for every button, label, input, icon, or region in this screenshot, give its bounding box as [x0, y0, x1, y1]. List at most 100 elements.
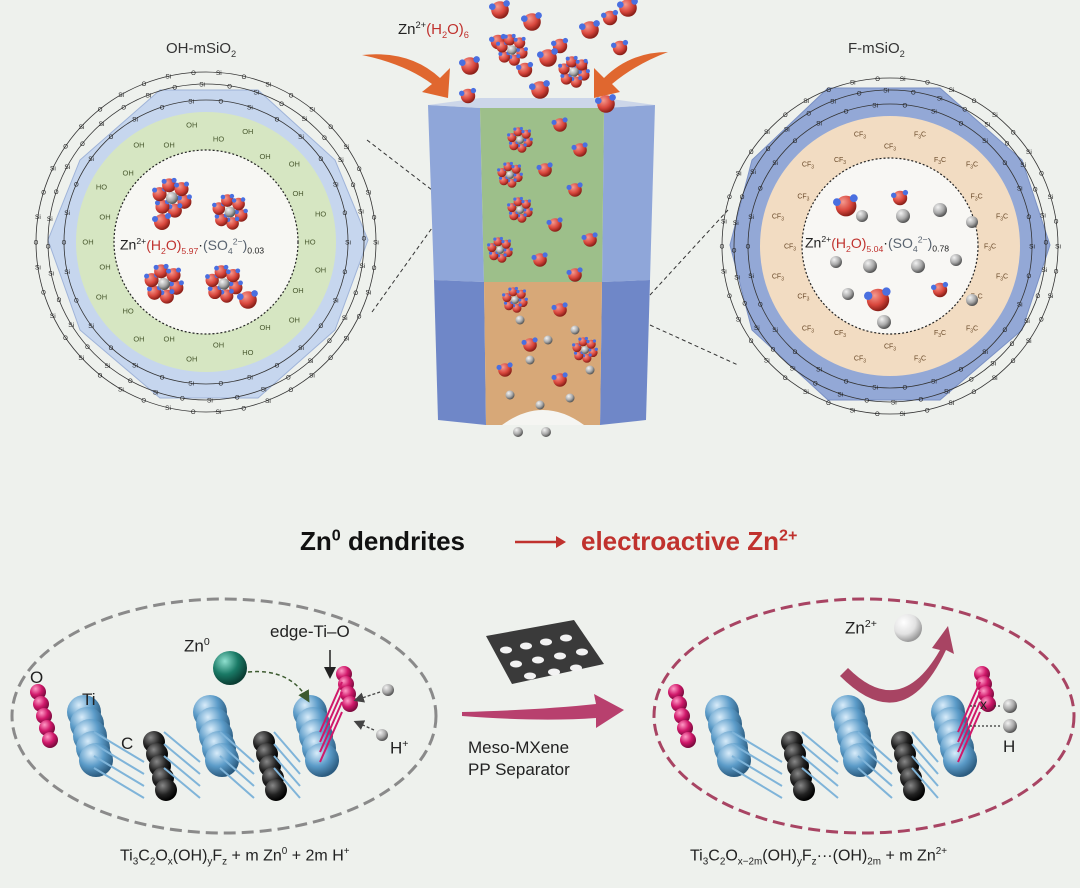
carbon-label: C	[121, 734, 134, 753]
oh-formula-sulfate-a: (SO	[202, 236, 228, 253]
cf3-sub: 3	[843, 333, 846, 339]
si-atom-label: Si	[1026, 338, 1032, 345]
water-hydrogen	[177, 203, 183, 209]
water-oxygen	[619, 0, 637, 17]
si-atom-label: Si	[165, 405, 171, 412]
si-atom-label: Si	[64, 210, 70, 217]
water-hydrogen	[521, 36, 526, 41]
lattice-bond	[731, 755, 783, 787]
proton-label: H+	[390, 738, 408, 759]
o-atom-label: O	[74, 298, 79, 304]
water-hydrogen	[144, 273, 150, 279]
water-hydrogen	[498, 176, 503, 180]
f3c-c: C	[991, 244, 996, 251]
lattice-bond	[911, 755, 939, 787]
zn-hydrate-base: Zn	[398, 21, 416, 38]
si-atom-label: Si	[118, 387, 124, 394]
zn-ion	[966, 216, 978, 228]
cf3-sub: 3	[793, 247, 796, 253]
si-atom-label: Si	[772, 160, 778, 167]
water-hydrogen	[519, 126, 524, 131]
si-atom-label: Si	[358, 208, 364, 215]
eq-right-d: (OH)	[762, 847, 797, 865]
oh-formula-zn: Zn	[120, 236, 137, 253]
si-atom-label: Si	[736, 316, 742, 323]
si-atom-label: Si	[1041, 267, 1047, 274]
o-atom-label: O	[62, 241, 67, 247]
f3c-sub: 3	[938, 333, 941, 339]
si-atom-label: Si	[78, 355, 84, 362]
water-hydrogen	[551, 304, 557, 311]
si-atom-label: Si	[891, 399, 897, 406]
cf3-sub: 3	[863, 359, 866, 365]
zn-ion	[877, 315, 891, 329]
f3c-sub: 3	[988, 247, 991, 253]
zn-ion	[516, 206, 524, 214]
water-hydrogen	[507, 362, 513, 368]
cf3-sub: 3	[781, 216, 784, 222]
water-hydrogen	[517, 164, 522, 168]
si-atom-label: Si	[216, 409, 222, 416]
f3c-c: C	[1003, 274, 1008, 281]
si-atom-label: Si	[265, 398, 271, 405]
water-hydrogen	[493, 237, 497, 241]
water-hydrogen	[503, 253, 507, 257]
si-atom-label: Si	[165, 74, 171, 81]
proton-label-text: H	[390, 738, 403, 758]
si-atom-label: Si	[754, 325, 760, 332]
o-atom-label: O	[109, 135, 114, 141]
membrane-pore	[510, 660, 522, 668]
water-hydrogen	[234, 216, 240, 222]
hydroxyl-label: OH	[163, 335, 174, 344]
o-atom-label: O	[219, 99, 224, 105]
edge-o-atom	[980, 696, 996, 712]
lattice-bond	[163, 755, 201, 787]
zn-hydrate-charge: 2+	[415, 20, 427, 30]
water-hydrogen	[584, 336, 589, 341]
eq-right-f-sub: 2m	[867, 856, 882, 868]
water-hydrogen	[537, 51, 544, 58]
o-atom-label: O	[1027, 215, 1032, 221]
water-hydrogen	[882, 287, 891, 296]
lattice-bond	[731, 731, 783, 763]
water-hydrogen	[214, 214, 220, 219]
f-formula-water-a: (H	[831, 234, 847, 251]
water-molecule	[489, 0, 510, 19]
o-atom-label: O	[1039, 318, 1044, 324]
o-atom-label: O	[1039, 172, 1044, 178]
membrane-pore	[532, 656, 544, 664]
cf3-label: F3C	[934, 157, 946, 166]
si-atom-label: Si	[992, 112, 998, 119]
hydroxyl-label: OH	[289, 159, 300, 168]
water-hydrogen	[529, 137, 533, 141]
si-atom-label: Si	[207, 397, 213, 404]
f3c-f: F	[971, 194, 975, 201]
lattice-bond	[163, 743, 201, 775]
water-hydrogen	[496, 41, 501, 46]
f3c-c: C	[978, 294, 983, 301]
edge-bond	[957, 711, 981, 763]
eq-right-g: + m Zn	[881, 847, 936, 865]
o-atom	[668, 684, 684, 700]
eq-left-f: + m Zn	[227, 847, 282, 865]
water-hydrogen	[575, 59, 580, 64]
water-molecule	[521, 12, 542, 31]
zn-ion	[525, 355, 535, 365]
oh-msio2-title: OH-mSiO2	[166, 40, 236, 59]
si-atom-label: Si	[764, 358, 770, 365]
cf3-sub: 3	[863, 134, 866, 140]
o-atom-label: O	[911, 90, 916, 96]
water-hydrogen	[631, 0, 638, 5]
water-hydrogen	[501, 240, 505, 244]
o-atom-label: O	[343, 211, 348, 217]
cf3-label: CF3	[772, 213, 784, 222]
water-molecule	[595, 94, 616, 113]
si-atom-label: Si	[931, 379, 937, 386]
water-hydrogen	[212, 202, 217, 208]
si-atom-label: Si	[132, 362, 138, 369]
o-atom-label: O	[1054, 270, 1059, 276]
water-hydrogen	[601, 12, 607, 18]
cf3-c: CF	[854, 131, 863, 138]
water-hydrogen	[562, 37, 569, 44]
